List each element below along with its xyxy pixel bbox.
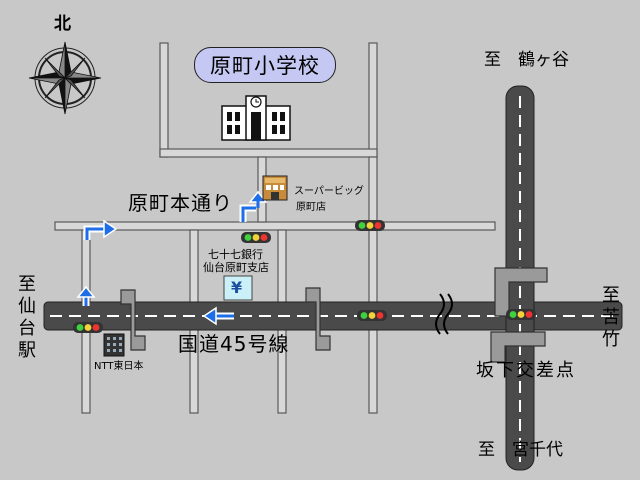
traffic-light-route45-west bbox=[73, 322, 103, 333]
break-mark bbox=[435, 293, 453, 335]
supermarket-branch: 原町店 bbox=[296, 202, 326, 213]
bank-icon bbox=[223, 275, 253, 301]
overpass-east-south bbox=[490, 331, 546, 363]
arrow-route45-west bbox=[76, 285, 96, 306]
compass-rose-icon bbox=[28, 41, 102, 115]
supermarket-name: スーパービッグ bbox=[294, 186, 364, 197]
north-label: 北 bbox=[54, 14, 71, 34]
overpass-east-north bbox=[494, 267, 548, 317]
school-name-pill: 原町小学校 bbox=[194, 47, 336, 83]
road-honcho bbox=[54, 221, 496, 231]
arrow-supermarket bbox=[239, 190, 268, 222]
direction-sendai-station: 至仙台駅 bbox=[15, 274, 36, 362]
direction-nigatake: 至苦竹 bbox=[599, 285, 620, 351]
ntt-label: NTT東日本 bbox=[94, 361, 144, 372]
bank-branch: 仙台原町支店 bbox=[203, 261, 269, 274]
road-school-south bbox=[159, 148, 378, 158]
traffic-light-sakashita bbox=[506, 309, 536, 320]
direction-tsurugaya: 至 鶴ヶ谷 bbox=[484, 50, 569, 70]
street-label-honcho: 原町本通り bbox=[128, 191, 233, 215]
local-roads bbox=[54, 42, 496, 414]
route45-label: 国道45号線 bbox=[178, 332, 290, 356]
arrow-route45-center bbox=[202, 306, 234, 326]
bank-name: 七十七銀行 bbox=[208, 248, 263, 261]
direction-miyachiyo: 至 宮千代 bbox=[478, 440, 563, 460]
traffic-light-route45-center bbox=[357, 310, 387, 321]
overpass-west bbox=[120, 289, 146, 351]
route45-road bbox=[43, 301, 623, 331]
route-arrows bbox=[76, 190, 268, 326]
traffic-lights bbox=[73, 220, 536, 333]
road-east bbox=[368, 156, 378, 414]
road-school-west bbox=[159, 42, 169, 158]
yen-symbol: ¥ bbox=[231, 278, 243, 297]
traffic-light-honcho-east bbox=[355, 220, 385, 231]
overpass-center bbox=[305, 287, 331, 351]
ntt-building-icon bbox=[103, 333, 125, 357]
intersection-label: 坂下交差点 bbox=[476, 360, 576, 381]
supermarket-icon bbox=[262, 175, 288, 201]
overpasses bbox=[120, 267, 548, 363]
road-school-east bbox=[368, 42, 378, 158]
school-building-icon bbox=[221, 95, 291, 141]
arrow-honcho-west bbox=[83, 219, 118, 240]
traffic-light-honcho-west bbox=[241, 232, 271, 243]
